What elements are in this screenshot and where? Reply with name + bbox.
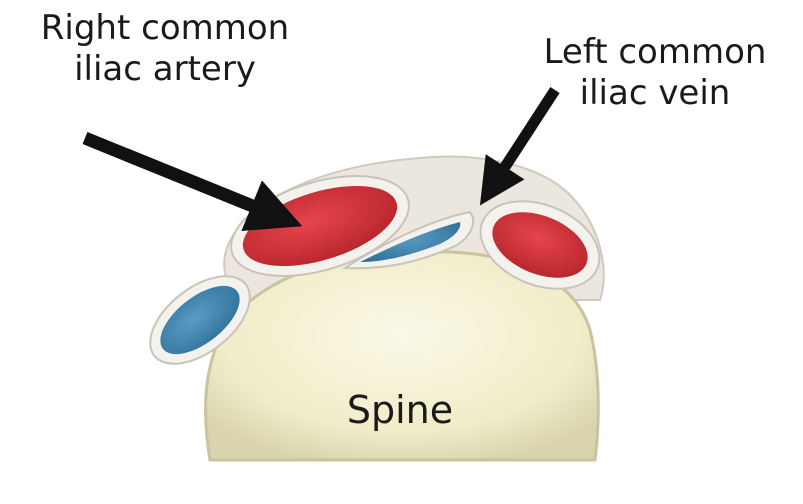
arrow-right-common-iliac-artery — [85, 138, 282, 218]
label-right-line-2: iliac artery — [0, 49, 330, 90]
label-right-common-iliac-artery: Right common iliac artery — [0, 8, 330, 90]
label-left-common-iliac-vein: Left common iliac vein — [510, 32, 800, 114]
label-left-line-2: iliac vein — [510, 73, 800, 114]
label-left-line-1: Left common — [510, 32, 800, 73]
label-right-line-1: Right common — [0, 8, 330, 49]
label-spine: Spine — [300, 388, 500, 434]
